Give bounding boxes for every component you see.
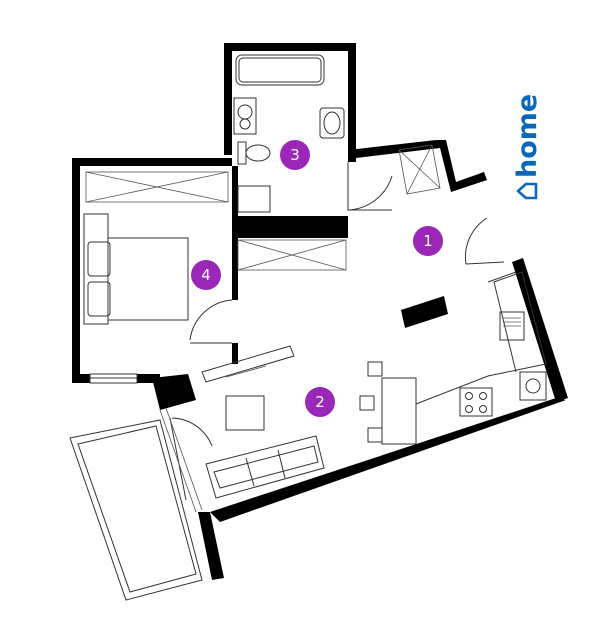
room-number: 3: [290, 146, 300, 164]
room-badge-1: 1: [413, 226, 443, 256]
room-number: 4: [201, 266, 211, 284]
house-icon: [516, 182, 538, 200]
brand-logo: home: [512, 94, 543, 200]
room-number: 1: [423, 232, 433, 250]
interior-lines: [69, 54, 547, 601]
room-badge-3: 3: [280, 140, 310, 170]
brand-name: home: [512, 94, 543, 178]
room-number: 2: [315, 393, 325, 411]
room-badge-4: 4: [191, 260, 221, 290]
walls: [72, 43, 568, 580]
room-badge-2: 2: [305, 387, 335, 417]
